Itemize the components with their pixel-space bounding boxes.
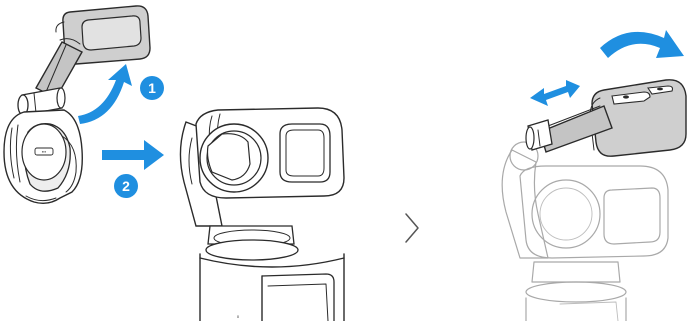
camera-head xyxy=(196,108,344,198)
step-1-number: 1 xyxy=(148,80,156,96)
accessory-clamp-ring: ▪▪▪ xyxy=(4,110,82,203)
camera-handle: 0 xyxy=(200,254,344,321)
panel-detach-accessory: ▪▪▪ 1 2 xyxy=(4,6,164,203)
curved-rotate-arrow xyxy=(600,30,684,58)
faint-gimbal xyxy=(502,142,668,321)
step-2-badge: 2 xyxy=(114,174,138,198)
push-right-arrow xyxy=(102,140,164,170)
handle-mark: 0 xyxy=(237,314,240,319)
chevron-right-icon xyxy=(406,214,418,242)
panel-gimbal-camera: 0 xyxy=(180,108,344,321)
step-2-number: 2 xyxy=(122,178,130,194)
accessory-badge: ▪▪▪ xyxy=(42,149,47,154)
double-headed-slide-arrow xyxy=(530,80,580,106)
step-1-badge: 1 xyxy=(140,76,164,100)
curved-lift-arrow xyxy=(78,64,132,124)
panel-attached-result xyxy=(502,30,686,321)
